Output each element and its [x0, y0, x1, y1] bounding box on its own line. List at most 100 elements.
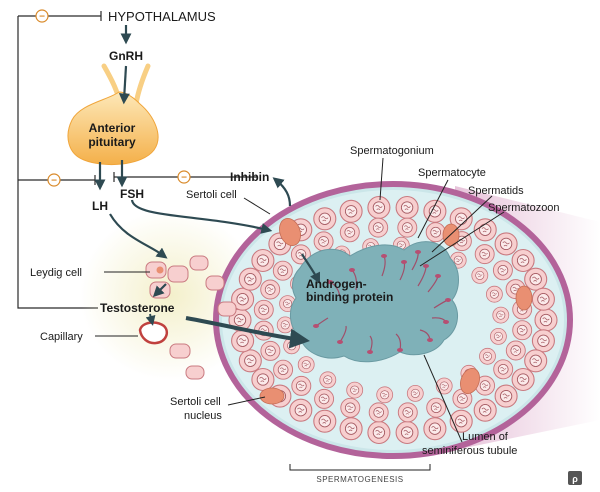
germ-cell — [512, 320, 533, 341]
capillary-label: Capillary — [40, 331, 83, 343]
germ-cell — [397, 217, 418, 238]
spermatozoon-head — [401, 260, 407, 264]
spermatozoon-head — [427, 338, 433, 342]
anterior-label: Anterior — [89, 121, 136, 135]
germ-cell — [238, 349, 262, 373]
androgen-binding-arrow — [301, 253, 320, 284]
germ-cell — [492, 260, 513, 281]
germ-cell — [435, 377, 453, 395]
spermatozoon-head — [443, 320, 449, 324]
spermatozoon-head — [415, 250, 421, 254]
germ-cell — [511, 248, 535, 273]
germ-cell — [260, 340, 281, 361]
fsh-to-sertoli-arrow — [130, 199, 273, 234]
germ-cell — [272, 260, 293, 281]
germ-cell — [346, 381, 364, 399]
germ-cell — [376, 386, 394, 404]
spermatozoon-head — [349, 268, 355, 272]
germ-cell — [505, 340, 526, 361]
spermatozoon-head — [313, 324, 319, 328]
sertoli-nucleus — [279, 218, 301, 246]
germ-cell — [511, 367, 535, 392]
germ-cell — [251, 248, 275, 273]
germ-cell — [474, 244, 495, 265]
germ-cell — [449, 409, 473, 433]
germ-cell — [297, 356, 315, 374]
label-pointers — [95, 157, 505, 471]
testosterone-to-capillary-arrow — [145, 313, 156, 326]
spermatozoon-head — [327, 280, 333, 284]
inhibition-symbol: − — [181, 173, 187, 184]
germ-cell — [313, 409, 337, 433]
germ-cell — [313, 207, 337, 231]
feedback-inhibition-marker-hypothalamus: − — [35, 9, 49, 23]
testosterone-to-lumen-arrow — [185, 316, 310, 349]
germ-cell — [339, 222, 360, 243]
inhibin-label: Inhibin — [230, 170, 269, 184]
germ-cell — [291, 375, 312, 396]
spermatogenesis-label: SPERMATOGENESIS — [316, 475, 403, 484]
germ-cell — [251, 367, 275, 392]
germ-cell — [485, 285, 503, 303]
germ-cell — [289, 398, 313, 422]
germ-cell — [494, 384, 518, 408]
svg-text:ρ: ρ — [572, 474, 578, 484]
germ-cell — [340, 397, 361, 418]
germ-cell — [339, 199, 363, 223]
leydig-cell — [217, 301, 237, 317]
germ-cell — [406, 384, 424, 402]
germ-cell — [493, 359, 514, 380]
spermatozoon-head — [397, 348, 403, 352]
germ-cell — [479, 347, 496, 365]
sertoli-nucleus — [515, 285, 533, 311]
germ-cell — [367, 420, 391, 445]
publisher-logo: ρ — [568, 471, 582, 485]
spermatozoon-head — [435, 274, 441, 278]
capillary-icon — [138, 321, 168, 345]
germ-cell — [473, 398, 497, 422]
germ-cell — [368, 402, 389, 423]
leydig-cell — [167, 265, 189, 283]
germ-cell — [426, 397, 447, 418]
germ-cell — [534, 308, 558, 332]
sertoli-to-inhibin-arrow — [272, 177, 292, 207]
germ-cell — [473, 218, 497, 242]
germ-cell — [231, 329, 255, 353]
germ-cell — [319, 371, 337, 389]
germ-cell — [425, 222, 446, 243]
androgen-binding-label-2: binding protein — [306, 290, 393, 304]
spermatogonium-label: Spermatogonium — [350, 145, 434, 157]
sertoli-nucleus-label-2: nucleus — [184, 410, 222, 422]
germ-cell — [314, 388, 335, 409]
leydig-cell — [145, 261, 167, 279]
inhibition-symbol: − — [51, 176, 57, 187]
leydig-cell — [169, 343, 191, 359]
germ-cell — [531, 287, 555, 311]
gnrh-label: GnRH — [109, 49, 143, 63]
spermatocyte-label: Spermatocyte — [418, 167, 486, 179]
germ-cell — [339, 417, 363, 441]
tubule-lumen — [290, 241, 459, 363]
androgen-binding-label-1: Androgen- — [306, 277, 367, 291]
spermatozoon-label: Spermatozoon — [488, 202, 560, 214]
leydig-cell-label: Leydig cell — [30, 267, 82, 279]
lumen-label-1: Lumen of — [462, 431, 509, 443]
germ-cell — [489, 327, 507, 345]
sertoli-cell-nuclei — [259, 218, 533, 405]
germ-cell — [368, 217, 389, 238]
germ-cell — [524, 267, 548, 291]
germ-cell — [423, 417, 447, 441]
germ-cell — [494, 232, 518, 256]
germ-cell — [367, 195, 391, 220]
germ-cell — [471, 266, 489, 284]
leydig-cell — [189, 255, 209, 271]
inhibition-symbol: − — [39, 12, 45, 23]
sertoli-cell-label: Sertoli cell — [186, 189, 237, 201]
hypothalamus-label: HYPOTHALAMUS — [108, 9, 216, 24]
germ-cell — [273, 359, 294, 380]
sertoli-nucleus — [460, 368, 480, 394]
germ-cell — [253, 299, 274, 320]
sertoli-nucleus — [259, 387, 285, 405]
spermatozoon-head — [445, 298, 451, 302]
